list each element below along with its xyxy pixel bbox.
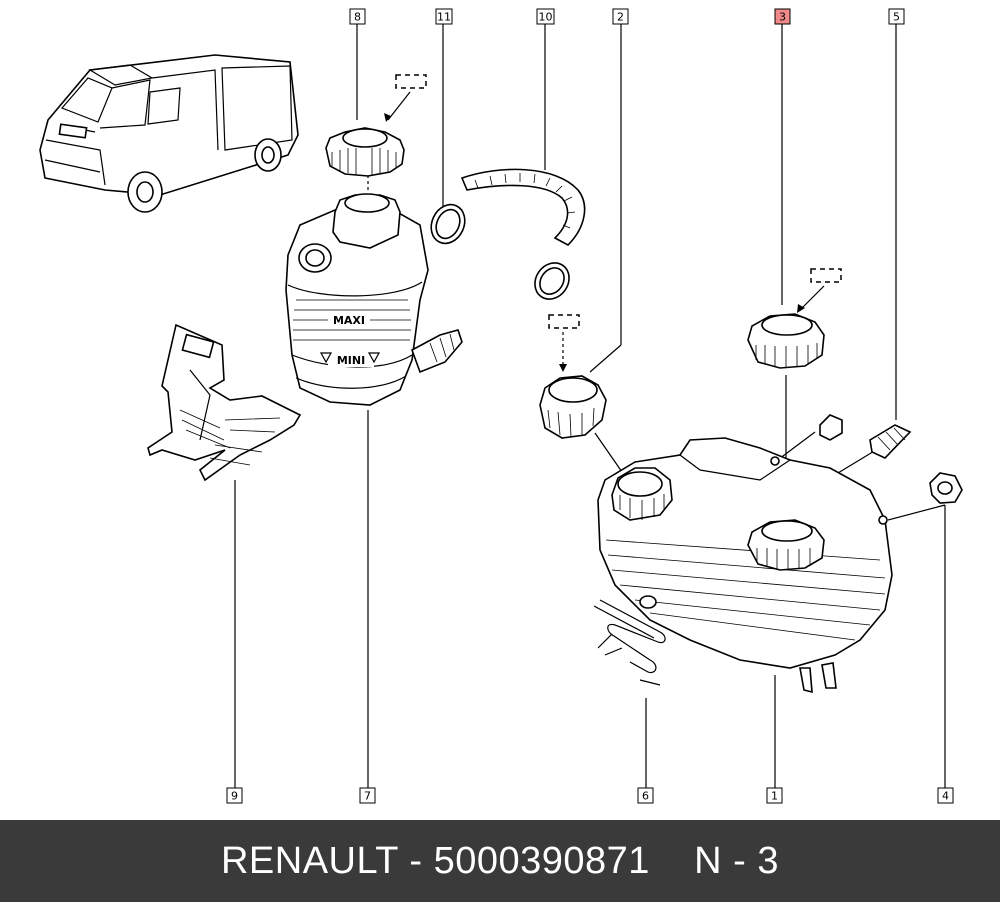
callout-7: 7 (359, 787, 376, 804)
hose-clamp-11 (430, 203, 466, 245)
svg-text:8: 8 (354, 11, 361, 24)
callout-11: 11 (435, 8, 453, 25)
callout-8: 8 (349, 8, 366, 25)
van-illustration (39, 54, 299, 213)
fitting-5 (869, 424, 912, 459)
callout-9: 9 (226, 787, 243, 804)
svg-text:5: 5 (893, 11, 900, 24)
cap-8 (325, 127, 405, 177)
reservoir-7: MAXI MINI (285, 193, 463, 406)
hose-10 (460, 168, 586, 246)
cap-3 (747, 313, 825, 369)
svg-text:11: 11 (437, 11, 451, 24)
callout-boxes: 8 11 10 2 3 5 9 7 6 1 4 (226, 8, 954, 804)
retaining-clip-6 (593, 599, 666, 686)
reference-marks (384, 74, 842, 372)
expansion-tank-1 (597, 437, 893, 694)
callout-6: 6 (637, 787, 654, 804)
footer-bar: RENAULT - 5000390871 N - 3 (0, 820, 1000, 902)
svg-text:2: 2 (617, 11, 624, 24)
callout-4: 4 (937, 787, 954, 804)
callout-5: 5 (888, 8, 905, 25)
cap-2 (539, 375, 607, 439)
callout-1: 1 (766, 787, 783, 804)
hose-clamp-lower (534, 262, 570, 300)
svg-text:1: 1 (771, 790, 778, 803)
reservoir-mini-mark: MINI (337, 354, 365, 367)
exploded-parts-diagram: 8 11 10 2 3 5 9 7 6 1 4 (39, 8, 963, 804)
svg-text:6: 6 (642, 790, 649, 803)
svg-text:4: 4 (942, 790, 949, 803)
nipple-upper (819, 414, 843, 441)
part-number-caption: RENAULT - 5000390871 N - 3 (220, 839, 780, 882)
svg-text:9: 9 (231, 790, 238, 803)
callout-10: 10 (536, 8, 555, 25)
callout-2: 2 (612, 8, 629, 25)
cap-nut-4 (929, 472, 963, 504)
svg-text:3: 3 (779, 11, 786, 24)
mounting-bracket-9 (147, 323, 302, 482)
svg-text:7: 7 (364, 790, 371, 803)
reservoir-maxi-mark: MAXI (333, 314, 365, 327)
callout-3-highlighted: 3 (774, 8, 791, 25)
svg-text:10: 10 (539, 11, 553, 24)
